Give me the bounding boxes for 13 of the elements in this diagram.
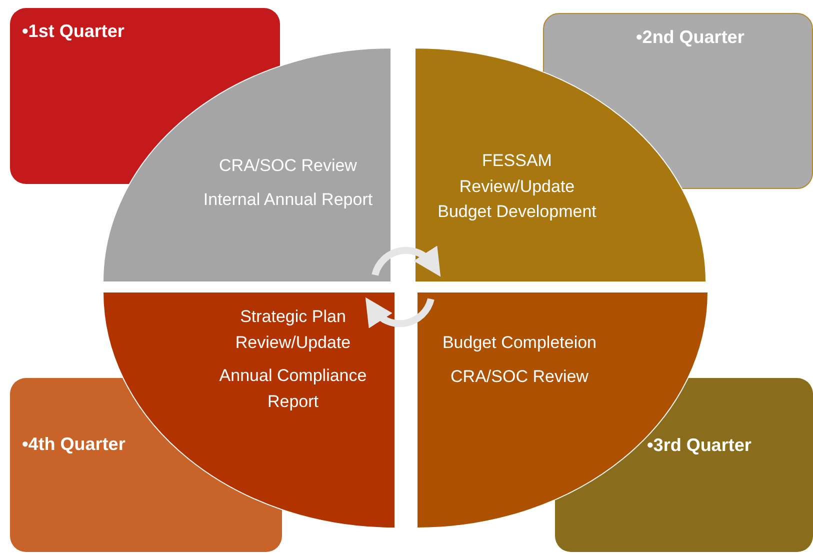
- quarter-segment: [415, 48, 706, 282]
- quarter-label: •4th Quarter: [22, 433, 126, 456]
- activity-text: Internal Annual Report: [203, 188, 373, 210]
- activity-text: Strategic Plan Review/Update: [234, 306, 352, 354]
- quarter-label: •3rd Quarter: [647, 434, 752, 456]
- activity-text: FESSAM Review/Update Budget Development: [437, 150, 597, 223]
- activity-text: Budget Completeion: [441, 332, 598, 354]
- quarter-label: •1st Quarter: [22, 20, 126, 42]
- activity-text: Annual Compliance Report: [218, 365, 368, 412]
- quarter-label: •2nd Quarter: [636, 26, 746, 48]
- activity-text: CRA/SOC Review: [450, 366, 590, 388]
- activity-text: CRA/SOC Review: [218, 155, 358, 177]
- quarter-segment: [103, 48, 391, 282]
